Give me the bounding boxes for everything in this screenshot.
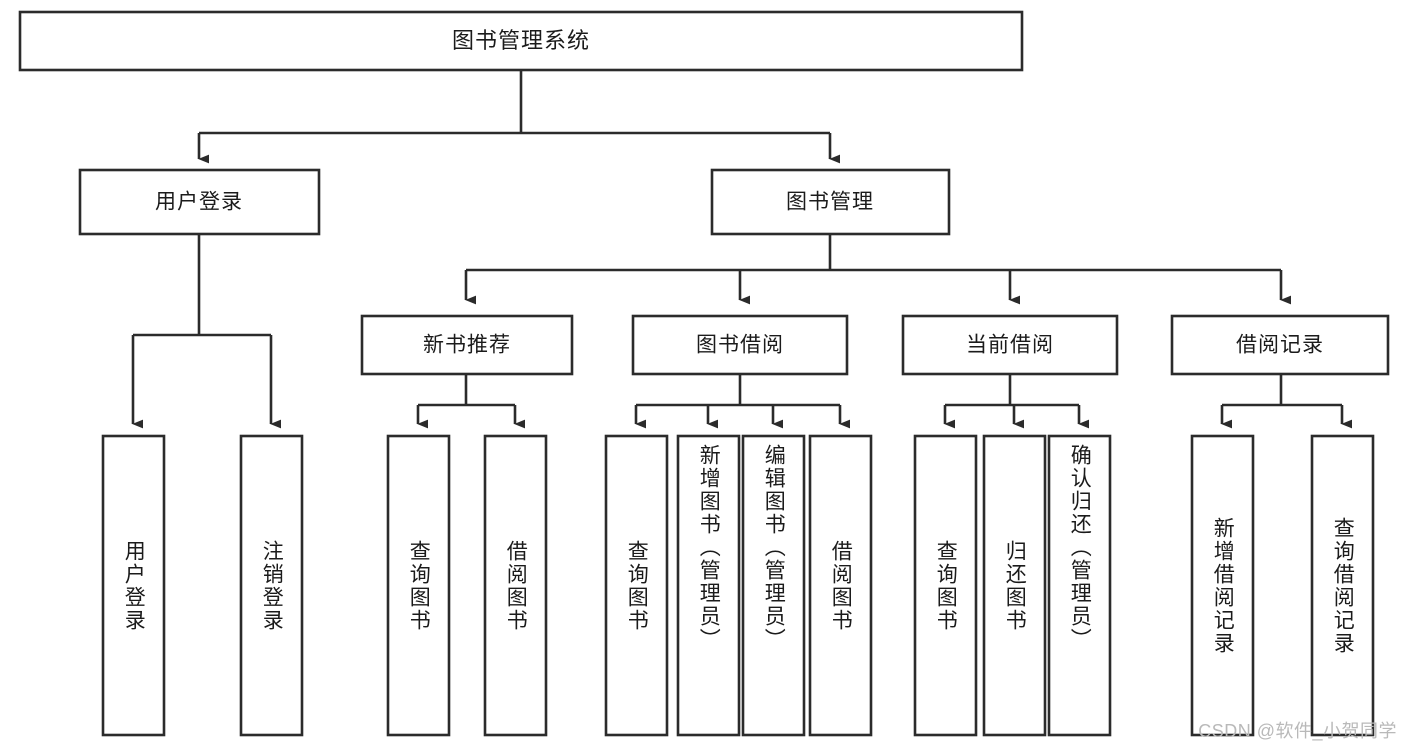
connector-group-new-book-recommend — [416, 374, 526, 429]
node-book-manage-box[interactable] — [710, 168, 951, 236]
leaf-box-borrow-book-1[interactable] — [483, 434, 548, 737]
node-user-login-label: 用户登录 — [155, 191, 243, 214]
node-new-book-recommend[interactable]: 新书推荐 — [360, 314, 574, 376]
node-book-manage-label: 图书管理 — [786, 191, 874, 214]
connector-group-user-login — [131, 234, 282, 429]
leaf-box-return-book[interactable] — [982, 434, 1047, 737]
leaf-box-edit-book[interactable] — [741, 434, 806, 737]
watermark-text: CSDN @软件_小贺同学 — [1198, 721, 1397, 741]
leaf-box-user-login[interactable] — [101, 434, 166, 737]
node-book-borrow[interactable]: 图书借阅 — [631, 314, 849, 376]
node-user-login[interactable]: 用户登录 — [78, 168, 321, 236]
leaf-box-confirm-return[interactable] — [1047, 434, 1112, 737]
node-user-login-box[interactable] — [78, 168, 321, 236]
node-book-manage[interactable]: 图书管理 — [710, 168, 951, 236]
leaf-box-query-book-3[interactable] — [913, 434, 978, 737]
node-borrow-record-label: 借阅记录 — [1236, 334, 1324, 357]
node-root-label: 图书管理系统 — [452, 28, 590, 53]
leaf-box-query-book-2[interactable] — [604, 434, 669, 737]
leaf-box-add-record[interactable] — [1190, 434, 1255, 737]
node-borrow-record[interactable]: 借阅记录 — [1170, 314, 1390, 376]
leaf-box-query-record[interactable] — [1310, 434, 1375, 737]
leaf-box-add-book[interactable] — [676, 434, 741, 737]
connector-group-root — [197, 70, 841, 164]
node-root-box[interactable] — [18, 10, 1024, 72]
node-current-borrow-label: 当前借阅 — [966, 334, 1054, 357]
node-book-borrow-box[interactable] — [631, 314, 849, 376]
connector-group-book-borrow — [634, 374, 851, 429]
leaf-box-query-book-1[interactable] — [386, 434, 451, 737]
node-root[interactable]: 图书管理系统 — [18, 10, 1024, 72]
node-book-borrow-label: 图书借阅 — [696, 334, 784, 357]
leaf-box-logout[interactable] — [239, 434, 304, 737]
connector-group-book-manage — [464, 234, 1292, 305]
node-current-borrow[interactable]: 当前借阅 — [901, 314, 1119, 376]
leaf-node-group — [101, 434, 1375, 737]
connector-group-current-borrow — [943, 374, 1090, 429]
connector-group-borrow-record — [1220, 374, 1353, 429]
node-new-book-recommend-box[interactable] — [360, 314, 574, 376]
node-new-book-recommend-label: 新书推荐 — [423, 334, 511, 357]
leaf-box-borrow-book-2[interactable] — [808, 434, 873, 737]
node-borrow-record-box[interactable] — [1170, 314, 1390, 376]
node-current-borrow-box[interactable] — [901, 314, 1119, 376]
